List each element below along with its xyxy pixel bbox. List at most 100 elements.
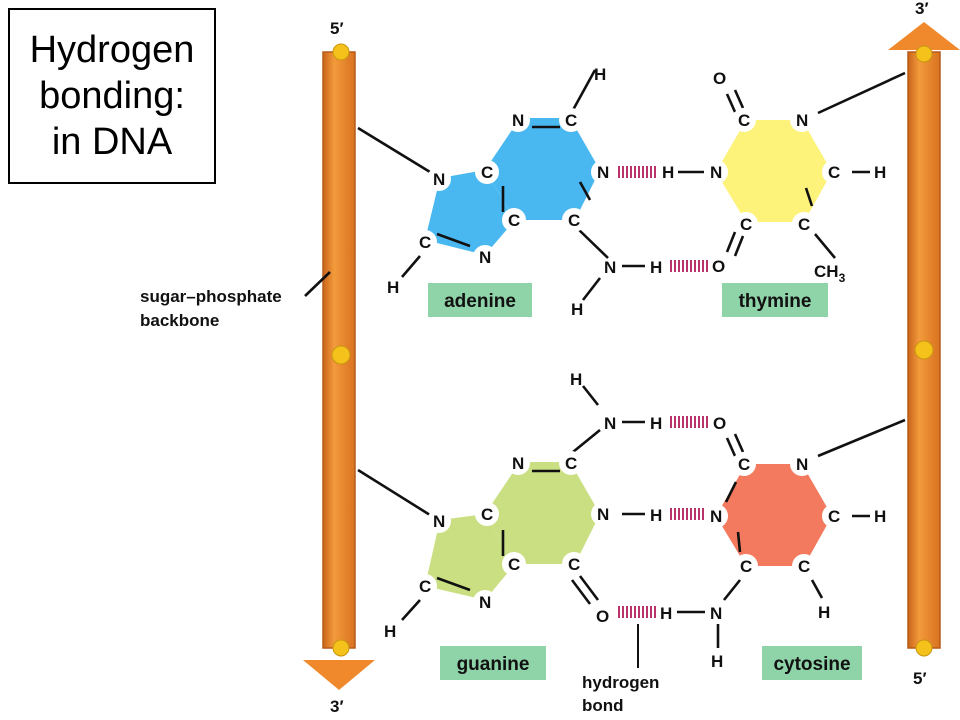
thymine-atom-O-bottom: O (712, 257, 725, 276)
cytosine-atom-N-top: N (790, 452, 814, 476)
guanine-atom-H-amino: H (650, 414, 662, 433)
cytosine-molecule: C N C C C N O H H N H H (660, 414, 906, 671)
title-box: Hydrogen bonding: in DNA (8, 8, 216, 184)
thymine-label: thymine (739, 291, 812, 312)
cytosine-atom-N-amino: N (710, 604, 722, 623)
cytosine-atom-O: O (713, 414, 726, 433)
left-strand-bottom-end: 3′ (330, 697, 344, 716)
thymine-atom-C-top: C (732, 108, 756, 132)
right-backbone: 3′ 5′ (888, 0, 960, 688)
adenine-atom-C6: C (475, 160, 499, 184)
svg-text:N: N (479, 248, 491, 267)
svg-text:C: C (828, 507, 840, 526)
title-line-2: bonding: (39, 75, 185, 117)
cytosine-atom-C-top: C (732, 452, 756, 476)
thymine-atom-C-bottom-left: C (734, 212, 758, 236)
cytosine-atom-H-right: H (874, 507, 886, 526)
adenine-atom-N1: N (506, 108, 530, 132)
adenine-six-ring (485, 118, 600, 220)
svg-text:N: N (597, 163, 609, 182)
guanine-atom-N1: N (506, 451, 530, 475)
title-line-3: in DNA (51, 121, 173, 163)
adenine-atom-H-amino-2: H (571, 300, 583, 319)
svg-text:N: N (433, 170, 445, 189)
adenine-label-box (428, 283, 532, 317)
left-backbone: 5′ 3′ (303, 19, 375, 716)
gc-hydrogen-bond-2 (670, 508, 704, 520)
left-phosphate-bottom (332, 639, 350, 657)
adenine-atom-N7: N (473, 245, 497, 269)
right-phosphate-top (915, 45, 933, 63)
hydrogen-bond-label-line-1: hydrogen (582, 673, 659, 692)
cytosine-label: cytosine (773, 654, 850, 675)
at-hydrogen-bond-1 (618, 166, 656, 178)
right-backbone-arrow (888, 22, 960, 50)
cytosine-atom-H-amino-2: H (711, 652, 723, 671)
svg-text:C: C (565, 454, 577, 473)
svg-text:C: C (738, 111, 750, 130)
adenine-label: adenine (444, 291, 516, 312)
guanine-label-box (440, 646, 546, 680)
title-line-1: Hydrogen (29, 29, 195, 71)
svg-text:C: C (740, 557, 752, 576)
adenine-atom-N-amino: N (604, 258, 616, 277)
right-strand-bottom-end: 5′ (913, 669, 927, 688)
guanine-atom-N-amino: N (604, 414, 616, 433)
adenine-atom-H-amino: H (650, 258, 662, 277)
right-phosphate-bottom (915, 639, 933, 657)
svg-text:C: C (565, 111, 577, 130)
cytosine-atom-C-bottom-right: C (792, 554, 816, 578)
adenine-atom-C8: C (413, 230, 437, 254)
cytosine-atom-C-bottom-left: C (734, 554, 758, 578)
adenine-five-ring (425, 170, 515, 255)
thymine-atom-O-top: O (713, 69, 726, 88)
thymine-atom-C-bottom-right: C (792, 212, 816, 236)
thymine-ring (716, 120, 832, 222)
svg-text:N: N (710, 163, 722, 182)
left-phosphate-middle (331, 345, 351, 365)
cytosine-label-box (762, 646, 862, 680)
svg-text:C: C (798, 557, 810, 576)
backbone-pointer (304, 271, 331, 297)
guanine-atom-C5: C (502, 552, 526, 576)
thymine-atom-N-top: N (790, 108, 814, 132)
guanine-atom-C4: C (562, 552, 586, 576)
svg-text:C: C (419, 233, 431, 252)
cytosine-atom-H-bottom: H (818, 603, 830, 622)
svg-text:N: N (512, 454, 524, 473)
left-phosphate-top (332, 43, 350, 61)
thymine-atom-C-right: C (822, 160, 846, 184)
svg-text:N: N (597, 505, 609, 524)
cytosine-atom-N-left: N (704, 504, 728, 528)
guanine-six-ring (485, 462, 600, 564)
backbone-label-line-2: backbone (140, 311, 219, 330)
svg-text:C: C (419, 577, 431, 596)
thymine-atom-H-left: H (662, 163, 674, 182)
guanine-atom-H-left: H (384, 622, 396, 641)
gc-hydrogen-bond-3 (618, 606, 656, 618)
guanine-atom-C8: C (413, 574, 437, 598)
thymine-label-box (722, 283, 828, 317)
hydrogen-bond-label-line-2: bond (582, 696, 624, 715)
guanine-atom-H-amino-top: H (570, 370, 582, 389)
svg-text:N: N (796, 455, 808, 474)
svg-text:C: C (798, 215, 810, 234)
gc-hydrogen-bond-1 (670, 416, 708, 428)
svg-text:C: C (568, 555, 580, 574)
guanine-atom-H-middle: H (650, 506, 662, 525)
adenine-atom-N3: N (591, 160, 615, 184)
guanine-atom-N3: N (591, 502, 615, 526)
svg-text:N: N (796, 111, 808, 130)
guanine-label: guanine (457, 654, 530, 675)
svg-text:C: C (740, 215, 752, 234)
guanine-atom-N9: N (427, 509, 451, 533)
svg-text:C: C (481, 505, 493, 524)
adenine-atom-N9: N (427, 167, 451, 191)
svg-text:N: N (479, 593, 491, 612)
adenine-atom-H-top: H (594, 65, 606, 84)
thymine-methyl: CH3 (814, 262, 846, 285)
adenine-atom-H-left: H (387, 278, 399, 297)
guanine-molecule: N C N C C C N C N H N H H O H (357, 370, 662, 641)
